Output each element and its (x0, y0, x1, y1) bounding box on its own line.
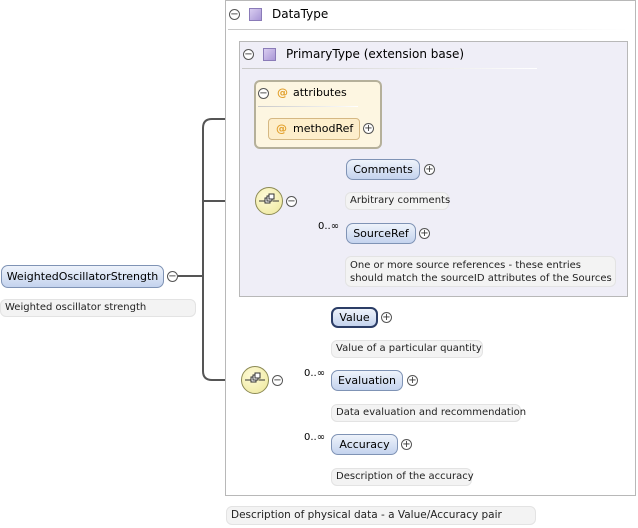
collapse-icon[interactable]: − (286, 196, 297, 207)
occurrence-label: 0..∞ (304, 432, 326, 443)
element-doc: One or more source references - these en… (345, 256, 616, 287)
attribute-icon: @ (277, 86, 288, 99)
header-divider (242, 68, 537, 69)
expand-icon[interactable]: + (401, 439, 412, 450)
attribute-name: methodRef (293, 122, 354, 135)
element-sourceref[interactable]: SourceRef (346, 223, 416, 244)
attributes-label: attributes (293, 86, 347, 99)
element-doc: Data evaluation and recommendation (331, 404, 526, 422)
element-accuracy[interactable]: Accuracy (331, 434, 398, 455)
expand-icon[interactable]: + (419, 228, 430, 239)
expand-icon[interactable]: + (407, 375, 418, 386)
collapse-icon[interactable]: − (243, 49, 254, 60)
complex-type-icon (249, 8, 262, 21)
header-divider (228, 29, 628, 30)
attribute-icon: @ (276, 122, 287, 135)
collapse-icon[interactable]: − (258, 88, 269, 99)
element-value[interactable]: Value (331, 307, 378, 328)
collapse-icon[interactable]: − (229, 9, 240, 20)
expand-icon[interactable]: + (363, 123, 374, 134)
sequence-compositor-icon[interactable] (255, 187, 283, 215)
element-doc: Arbitrary comments (345, 192, 450, 210)
datatype-doc: Description of physical data - a Value/A… (226, 506, 536, 525)
complex-type-icon (263, 48, 276, 61)
header-divider (258, 106, 358, 107)
datatype-label: DataType (272, 7, 329, 21)
element-doc: Description of the accuracy (331, 468, 474, 486)
attribute-methodref[interactable] (268, 118, 360, 140)
expand-icon[interactable]: + (424, 164, 435, 175)
element-doc: Value of a particular quantity (331, 340, 483, 358)
root-doc: Weighted oscillator strength (0, 299, 196, 317)
element-comments[interactable]: Comments (346, 159, 420, 180)
collapse-icon[interactable]: − (272, 375, 283, 386)
occurrence-label: 0..∞ (318, 221, 340, 232)
collapse-icon[interactable]: − (167, 271, 178, 282)
root-element[interactable]: WeightedOscillatorStrength (1, 265, 164, 288)
sequence-compositor-icon[interactable] (241, 366, 269, 394)
occurrence-label: 0..∞ (304, 368, 326, 379)
doc-line: One or more source references - these en… (350, 260, 581, 271)
expand-icon[interactable]: + (381, 312, 392, 323)
element-evaluation[interactable]: Evaluation (331, 370, 403, 391)
primarytype-label: PrimaryType (extension base) (286, 47, 465, 61)
doc-line: should match the sourceID attributes of … (350, 273, 612, 284)
